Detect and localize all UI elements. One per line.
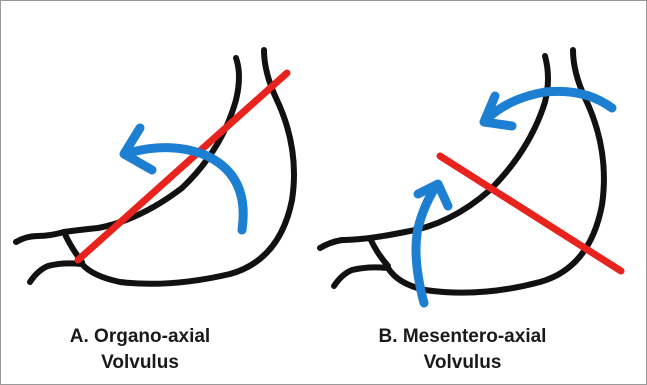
panel-a-organo-axial bbox=[16, 50, 294, 284]
panel-b-lower-rotation-arrow bbox=[416, 184, 448, 303]
panel-b-caption: B. Mesentero-axial Volvulus bbox=[345, 324, 580, 376]
panel-b-mesentero-axial bbox=[320, 50, 621, 303]
panel-a-caption-title: A. Organo-axial bbox=[40, 324, 240, 350]
panel-b-rotation-axis bbox=[440, 156, 621, 271]
panel-a-caption-subtitle: Volvulus bbox=[40, 350, 240, 376]
panel-a-caption: A. Organo-axial Volvulus bbox=[40, 324, 240, 376]
panel-a-rotation-axis bbox=[78, 73, 287, 260]
panel-b-caption-subtitle: Volvulus bbox=[345, 350, 580, 376]
panel-b-caption-title: B. Mesentero-axial bbox=[345, 324, 580, 350]
